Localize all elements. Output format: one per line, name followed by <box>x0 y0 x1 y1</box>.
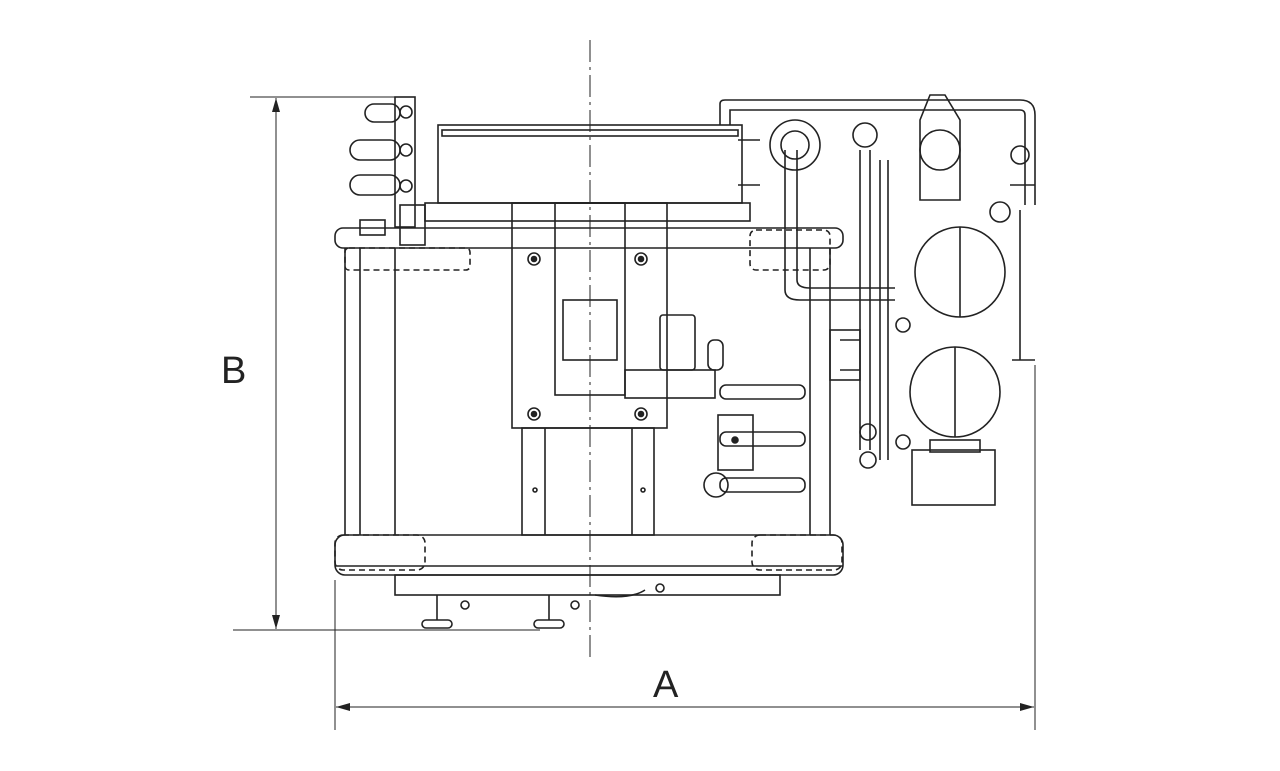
central-plate <box>511 202 806 498</box>
right-piping <box>719 94 1036 506</box>
dimension-label-b: B <box>221 350 247 392</box>
dimension-label-a: A <box>653 664 679 706</box>
main-body <box>334 227 844 576</box>
top-housing <box>424 124 760 222</box>
dimension-b <box>233 96 540 631</box>
left-valves <box>349 96 426 246</box>
base-feet <box>394 574 781 629</box>
dimension-a <box>334 365 1036 730</box>
